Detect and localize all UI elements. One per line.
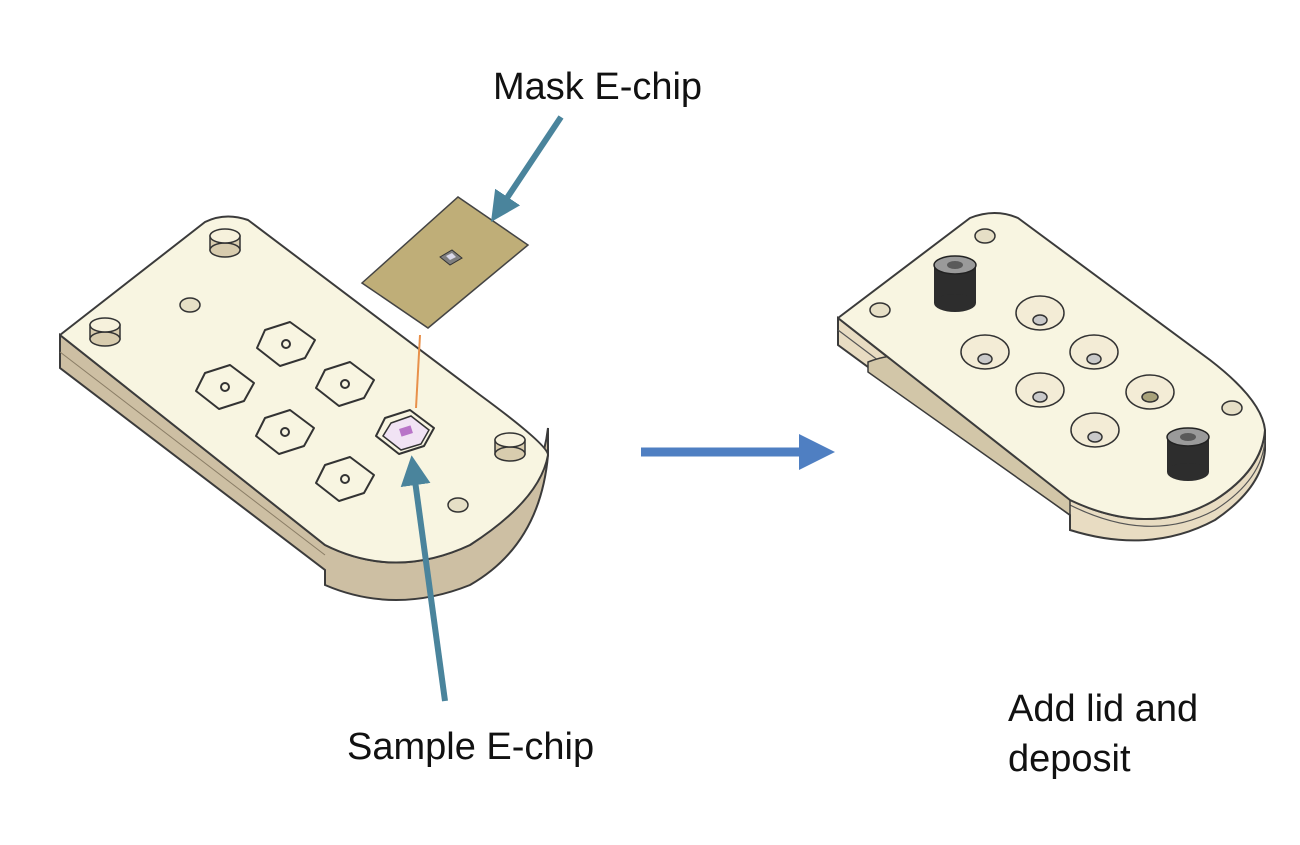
mounting-hole	[974, 228, 996, 244]
add-lid-label: Add lid and deposit	[1008, 684, 1198, 784]
chip-pocket-hole	[220, 382, 230, 392]
chip-pocket-hole	[340, 474, 350, 484]
chip-pocket	[255, 409, 315, 455]
sample-e-chip-window	[399, 425, 413, 437]
alignment-pin	[209, 228, 241, 258]
deposition-window	[1015, 372, 1065, 408]
mounting-hole	[869, 302, 891, 318]
sample-chip-label: Sample E-chip	[347, 726, 595, 768]
chip-pocket	[195, 364, 255, 410]
chip-pocket-hole	[340, 379, 350, 389]
alignment-pin	[494, 432, 526, 462]
mounting-hole	[179, 297, 201, 313]
deposition-window	[960, 334, 1010, 370]
sample-chip-callout-arrow	[400, 455, 448, 702]
mask-chip-label: Mask E-chip	[493, 66, 703, 108]
deposition-window	[1015, 295, 1065, 331]
chip-pocket	[315, 456, 375, 502]
chip-pocket	[256, 321, 316, 367]
mounting-hole	[447, 497, 469, 513]
mounting-hole	[1221, 400, 1243, 416]
deposition-window	[1069, 334, 1119, 370]
mask-e-chip	[360, 196, 530, 329]
alignment-line	[415, 334, 421, 409]
add-lid-label-line-2: deposit	[1008, 738, 1131, 780]
add-lid-label-line-1: Add lid and	[1008, 688, 1199, 730]
chip-pocket	[315, 361, 375, 407]
alignment-pin	[89, 317, 121, 347]
chip-pocket-hole	[280, 427, 290, 437]
mask-chip-callout-arrow	[491, 115, 564, 222]
thumb-screw	[933, 255, 977, 312]
chip-pocket-hole	[281, 339, 291, 349]
sample-chip-pocket	[375, 409, 435, 455]
deposition-window	[1070, 412, 1120, 448]
thumb-screw	[1166, 427, 1210, 481]
